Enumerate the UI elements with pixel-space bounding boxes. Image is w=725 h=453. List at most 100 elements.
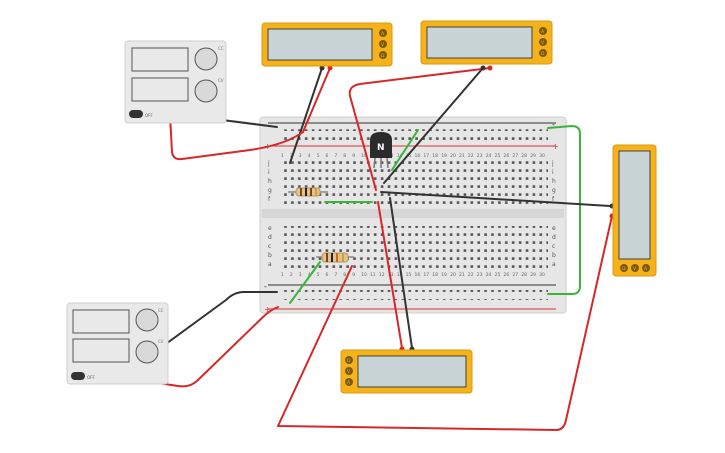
terminal-holes-bottom[interactable]: [280, 226, 548, 270]
column-number: 11: [370, 272, 376, 278]
meter-mode-label: V: [541, 40, 545, 46]
npn-transistor[interactable]: N: [370, 132, 392, 169]
row-letter: a: [552, 261, 556, 268]
column-number: 23: [477, 153, 483, 159]
knob-label-cv: CV: [218, 78, 224, 83]
rail-holes-top-1[interactable]: [280, 127, 548, 131]
rail-holes-bottom-1[interactable]: [280, 290, 548, 294]
terminal-dot[interactable]: [319, 65, 325, 71]
power-supply-top[interactable]: CC CV OFF: [124, 40, 227, 124]
meter-mode-ohm[interactable]: [345, 356, 353, 364]
meter-mode-a[interactable]: [379, 29, 387, 37]
column-number: 19: [441, 153, 447, 159]
meter-mode-v[interactable]: [345, 367, 353, 375]
meter-mode-v[interactable]: [539, 38, 547, 46]
rail-holes-bottom-2[interactable]: [280, 299, 548, 303]
wire-black-meter-bottom[interactable]: [389, 197, 413, 349]
meter-mode-label: Ω: [541, 51, 545, 57]
row-letter: d: [268, 234, 272, 241]
column-number: 16: [415, 153, 421, 159]
column-number: 8: [343, 153, 346, 159]
column-number: 28: [521, 153, 527, 159]
meter-display: [426, 26, 533, 59]
multimeter-bottom[interactable]: Ω V A: [340, 349, 473, 394]
meter-mode-a[interactable]: [345, 378, 353, 386]
wire-red-meter2[interactable]: [348, 67, 491, 191]
power-switch[interactable]: [71, 372, 85, 380]
rail-holes-top-2[interactable]: [280, 136, 548, 140]
current-knob[interactable]: [135, 308, 159, 332]
wire-red-meter-bottom[interactable]: [377, 201, 403, 349]
column-number: 25: [495, 272, 501, 278]
wire-green-rail-jumper[interactable]: [547, 125, 581, 295]
column-number: 17: [423, 272, 429, 278]
meter-mode-ohm[interactable]: [379, 51, 387, 59]
column-number: 16: [415, 272, 421, 278]
multimeter-right[interactable]: Ω V A: [612, 144, 657, 277]
meter-mode-v[interactable]: [379, 40, 387, 48]
row-letter: d: [552, 234, 556, 241]
terminal-dot[interactable]: [327, 65, 333, 71]
voltage-knob[interactable]: [194, 79, 218, 103]
rail-plus-symbol-right: +: [552, 142, 559, 151]
column-number: 26: [504, 272, 510, 278]
column-number: 10: [361, 153, 367, 159]
row-letter: c: [268, 243, 271, 250]
row-letter: f: [552, 196, 555, 203]
meter-mode-label: V: [347, 369, 351, 375]
column-number: 8: [343, 272, 346, 278]
multimeter-top-right[interactable]: A V Ω: [420, 20, 553, 65]
row-letter: j: [551, 160, 554, 167]
wire-black-meter1[interactable]: [289, 67, 323, 164]
knob-label-cc: CC: [158, 308, 164, 313]
meter-mode-v[interactable]: [631, 264, 639, 272]
wire-green-left[interactable]: [289, 261, 321, 304]
meter-mode-label: A: [381, 31, 385, 37]
resistor-top[interactable]: [288, 187, 328, 197]
meter-mode-a[interactable]: [539, 27, 547, 35]
power-supply-bottom[interactable]: CC CV OFF: [66, 302, 169, 385]
column-number: 4: [308, 272, 311, 278]
wire-red-meter-right[interactable]: [277, 215, 613, 431]
terminal-holes-top[interactable]: [280, 161, 548, 205]
terminal-dot[interactable]: [480, 65, 486, 71]
meter-mode-ohm[interactable]: [620, 264, 628, 272]
rail-minus-symbol-right: -: [552, 120, 555, 129]
power-switch[interactable]: [129, 110, 143, 118]
row-letter: b: [552, 252, 556, 259]
column-number: 27: [512, 153, 518, 159]
row-letter: e: [268, 225, 272, 232]
meter-mode-ohm[interactable]: [539, 49, 547, 57]
column-number: 1: [281, 153, 284, 159]
wire-black-bottom-supply[interactable]: [121, 291, 278, 377]
voltage-knob[interactable]: [135, 340, 159, 364]
column-number: 19: [441, 272, 447, 278]
column-number: 3: [299, 272, 302, 278]
terminal-dot[interactable]: [487, 65, 493, 71]
current-knob[interactable]: [194, 47, 218, 71]
column-number: 30: [539, 153, 545, 159]
center-channel: [262, 209, 564, 218]
row-letter: h: [552, 178, 556, 185]
wire-green-collector[interactable]: [391, 129, 419, 171]
column-number: 23: [477, 272, 483, 278]
column-number: 3: [299, 153, 302, 159]
supply-display-voltage: [131, 77, 189, 102]
row-letter: i: [552, 169, 554, 176]
wire-black-meter-right[interactable]: [380, 191, 611, 207]
wires[interactable]: [109, 65, 615, 431]
resistor-bottom[interactable]: [316, 252, 354, 263]
wire-black-meter2[interactable]: [383, 67, 484, 184]
wire-red-bottom-supply[interactable]: [111, 306, 279, 388]
meter-display: [267, 28, 373, 61]
wire-red-top-supply[interactable]: [169, 67, 331, 161]
meter-mode-a[interactable]: [642, 264, 650, 272]
multimeter-top-left[interactable]: A V Ω: [261, 22, 393, 67]
column-number: 10: [361, 272, 367, 278]
column-number: 20: [450, 272, 456, 278]
column-number: 9: [352, 153, 355, 159]
column-number: 14: [397, 153, 403, 159]
